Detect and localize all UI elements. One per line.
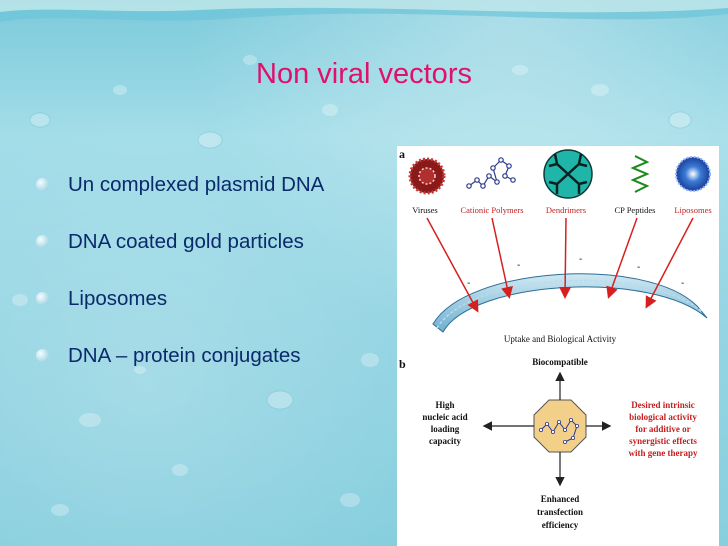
cell-membrane: - - - - - bbox=[432, 254, 708, 333]
svg-text:-: - bbox=[579, 254, 582, 265]
left-property-label: High nucleic acid loading capacity bbox=[422, 400, 467, 446]
biocompatible-label: Biocompatible bbox=[532, 357, 588, 367]
svg-text:for additive or: for additive or bbox=[635, 424, 690, 434]
svg-text:efficiency: efficiency bbox=[542, 520, 579, 530]
dendrimer-icon bbox=[543, 149, 593, 199]
cationic-polymer-icon bbox=[466, 157, 516, 189]
svg-text:Desired intrinsic: Desired intrinsic bbox=[631, 400, 695, 410]
property-arrows bbox=[482, 371, 612, 487]
panel-a-label: a bbox=[399, 147, 405, 161]
svg-text:-: - bbox=[681, 278, 684, 289]
vector-label: Dendrimers bbox=[546, 205, 586, 215]
bottom-property-label: Enhanced transfection efficiency bbox=[537, 494, 583, 530]
svg-text:-: - bbox=[517, 260, 520, 271]
bullet-item: DNA – protein conjugates bbox=[36, 336, 324, 393]
svg-text:transfection: transfection bbox=[537, 507, 583, 517]
svg-text:-: - bbox=[467, 278, 470, 289]
panel-b-label: b bbox=[399, 357, 406, 371]
cp-peptide-icon bbox=[630, 155, 650, 193]
svg-text:nucleic acid: nucleic acid bbox=[422, 412, 467, 422]
top-decorative-band bbox=[0, 0, 728, 22]
slide-title: Non viral vectors bbox=[256, 58, 472, 90]
vector-label: Cationic Polymers bbox=[460, 205, 523, 215]
bullet-item: Liposomes bbox=[36, 279, 324, 336]
svg-text:loading: loading bbox=[431, 424, 460, 434]
svg-text:High: High bbox=[435, 400, 454, 410]
vector-label: Liposomes bbox=[674, 205, 711, 215]
virus-icon bbox=[408, 157, 446, 195]
uptake-arrows bbox=[426, 217, 694, 313]
vector-figure: a b Viruses Cationic Polymers bbox=[397, 146, 719, 546]
svg-text:Enhanced: Enhanced bbox=[541, 494, 580, 504]
bullet-item: DNA coated gold particles bbox=[36, 222, 324, 279]
vector-label: CP Peptides bbox=[614, 205, 655, 215]
bullet-item: Un complexed plasmid DNA bbox=[36, 165, 324, 222]
svg-text:synergistic effects: synergistic effects bbox=[629, 436, 697, 446]
bullet-list: Un complexed plasmid DNA DNA coated gold… bbox=[36, 165, 324, 393]
right-property-label: Desired intrinsic biological activity fo… bbox=[629, 400, 698, 458]
center-octagon bbox=[533, 399, 587, 453]
vector-label: Viruses bbox=[412, 205, 437, 215]
uptake-label: Uptake and Biological Activity bbox=[504, 334, 617, 344]
liposome-icon bbox=[675, 156, 711, 192]
svg-text:-: - bbox=[637, 262, 640, 273]
svg-text:biological activity: biological activity bbox=[629, 412, 697, 422]
svg-text:capacity: capacity bbox=[429, 436, 461, 446]
svg-text:with gene therapy: with gene therapy bbox=[629, 448, 698, 458]
